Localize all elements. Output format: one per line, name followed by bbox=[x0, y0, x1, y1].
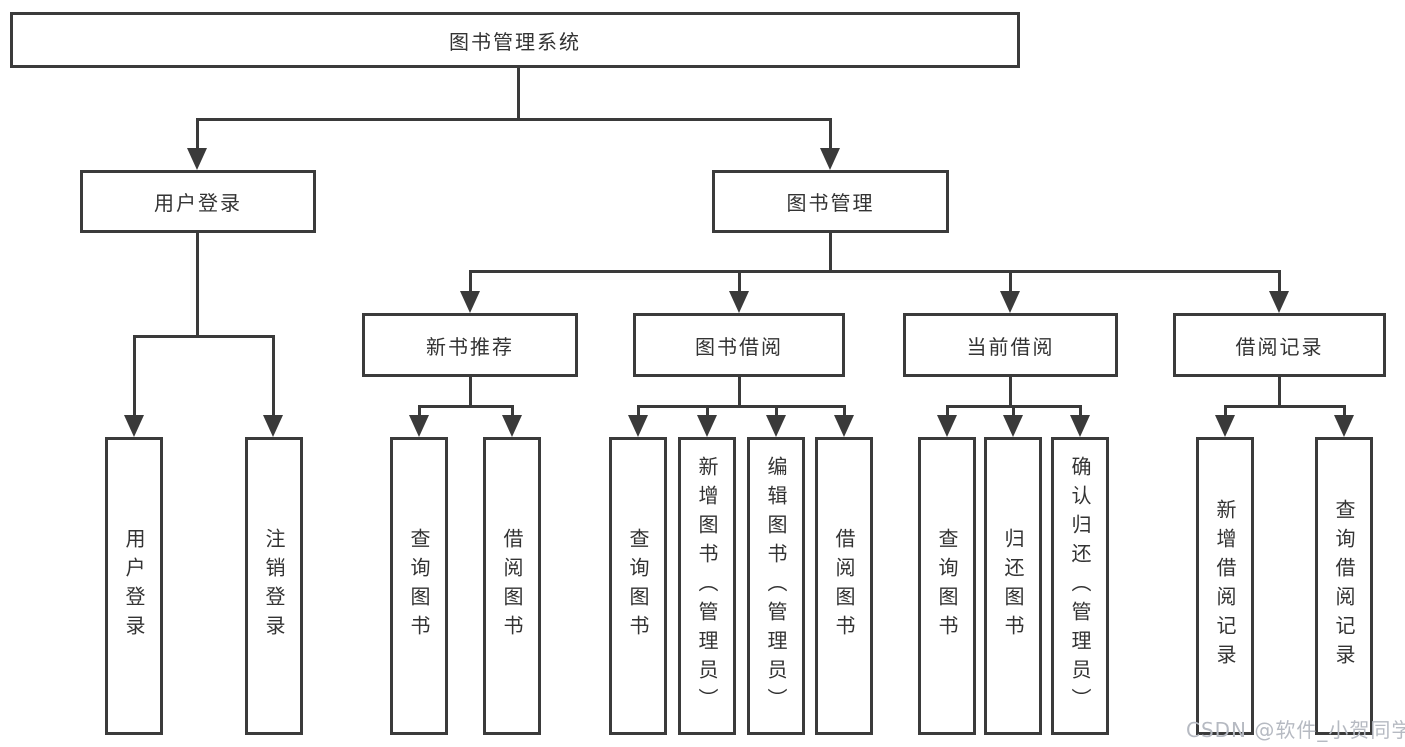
node-label: 新增借阅记录 bbox=[1213, 499, 1237, 673]
node-borrowing-records: 借阅记录 bbox=[1173, 313, 1386, 377]
arrow-down-icon bbox=[263, 415, 283, 437]
node-label: 借阅图书 bbox=[832, 528, 856, 644]
arrow-down-icon bbox=[1215, 415, 1235, 437]
connector-line bbox=[775, 405, 778, 417]
connector-line bbox=[1278, 270, 1281, 291]
node-new-book-recommendation: 新书推荐 bbox=[362, 313, 578, 377]
connector-line bbox=[511, 405, 514, 417]
connector-line bbox=[829, 233, 832, 270]
connector-line bbox=[418, 405, 514, 408]
connector-line bbox=[469, 270, 472, 291]
connector-line bbox=[1343, 405, 1346, 417]
node-label: 新书推荐 bbox=[426, 334, 514, 359]
node-confirm-return-admin: 确认归还（管理员） bbox=[1051, 437, 1109, 735]
arrow-down-icon bbox=[697, 415, 717, 437]
node-label: 用户登录 bbox=[154, 191, 242, 215]
connector-line bbox=[843, 405, 846, 417]
arrow-down-icon bbox=[628, 415, 648, 437]
arrow-down-icon bbox=[729, 291, 749, 313]
connector-line bbox=[1079, 405, 1082, 417]
connector-line bbox=[469, 377, 472, 405]
connector-line bbox=[133, 335, 275, 338]
node-query-books-borrowing: 查询图书 bbox=[609, 437, 667, 735]
arrow-down-icon bbox=[1070, 415, 1090, 437]
connector-line bbox=[196, 118, 199, 150]
node-query-books-recommend: 查询图书 bbox=[390, 437, 448, 735]
arrow-down-icon bbox=[1000, 291, 1020, 313]
csdn-watermark: CSDN @软件_小贺同学 bbox=[1186, 718, 1405, 742]
connector-line bbox=[829, 118, 832, 150]
connector-line bbox=[469, 270, 1281, 273]
node-user-login-leaf: 用户登录 bbox=[105, 437, 163, 735]
connector-line bbox=[196, 233, 199, 335]
arrow-down-icon bbox=[409, 415, 429, 437]
connector-line bbox=[517, 68, 520, 118]
connector-line bbox=[1278, 377, 1281, 405]
node-label: 确认归还（管理员） bbox=[1068, 455, 1092, 717]
node-label: 查询借阅记录 bbox=[1332, 499, 1356, 673]
node-logout: 注销登录 bbox=[245, 437, 303, 735]
connector-line bbox=[738, 377, 741, 405]
node-library-management-system: 图书管理系统 bbox=[10, 12, 1020, 68]
connector-line bbox=[1012, 405, 1015, 417]
node-label: 借阅记录 bbox=[1235, 334, 1324, 359]
node-add-books-admin: 新增图书（管理员） bbox=[678, 437, 736, 735]
node-label: 编辑图书（管理员） bbox=[764, 455, 788, 717]
arrow-down-icon bbox=[460, 291, 480, 313]
arrow-down-icon bbox=[937, 415, 957, 437]
connector-line bbox=[272, 335, 275, 415]
arrow-down-icon bbox=[502, 415, 522, 437]
node-label: 注销登录 bbox=[262, 528, 286, 644]
node-borrow-books: 借阅图书 bbox=[815, 437, 873, 735]
connector-line bbox=[637, 405, 640, 417]
node-label: 查询图书 bbox=[935, 528, 959, 644]
connector-line bbox=[1224, 405, 1346, 408]
node-edit-books-admin: 编辑图书（管理员） bbox=[747, 437, 805, 735]
node-label: 查询图书 bbox=[407, 528, 431, 644]
node-label: 用户登录 bbox=[122, 528, 146, 644]
node-label: 图书借阅 bbox=[695, 334, 783, 359]
node-query-borrow-record: 查询借阅记录 bbox=[1315, 437, 1373, 735]
arrow-down-icon bbox=[1269, 291, 1289, 313]
arrow-down-icon bbox=[820, 148, 840, 170]
node-return-books: 归还图书 bbox=[984, 437, 1042, 735]
node-borrow-books-recommend: 借阅图书 bbox=[483, 437, 541, 735]
node-label: 新增图书（管理员） bbox=[695, 455, 719, 717]
node-label: 查询图书 bbox=[626, 528, 650, 644]
node-label: 图书管理 bbox=[786, 191, 875, 215]
connector-line bbox=[1224, 405, 1227, 417]
connector-line bbox=[738, 270, 741, 291]
connector-line bbox=[706, 405, 709, 417]
node-label: 归还图书 bbox=[1001, 528, 1025, 644]
connector-line bbox=[418, 405, 421, 417]
node-label: 图书管理系统 bbox=[449, 29, 581, 54]
arrow-down-icon bbox=[187, 148, 207, 170]
connector-line bbox=[1009, 377, 1012, 405]
node-user-login: 用户登录 bbox=[80, 170, 316, 233]
arrow-down-icon bbox=[766, 415, 786, 437]
connector-line bbox=[196, 118, 831, 121]
node-add-borrow-record: 新增借阅记录 bbox=[1196, 437, 1254, 735]
connector-line bbox=[1009, 270, 1012, 291]
arrow-down-icon bbox=[834, 415, 854, 437]
node-label: 借阅图书 bbox=[500, 528, 524, 644]
arrow-down-icon bbox=[1003, 415, 1023, 437]
connector-line bbox=[637, 405, 845, 408]
node-label: 当前借阅 bbox=[966, 334, 1055, 359]
arrow-down-icon bbox=[124, 415, 144, 437]
node-book-borrowing: 图书借阅 bbox=[633, 313, 845, 377]
node-book-management: 图书管理 bbox=[712, 170, 949, 233]
connector-line bbox=[946, 405, 949, 417]
node-current-borrowing: 当前借阅 bbox=[903, 313, 1118, 377]
arrow-down-icon bbox=[1334, 415, 1354, 437]
node-query-books-current: 查询图书 bbox=[918, 437, 976, 735]
connector-line bbox=[133, 335, 136, 415]
